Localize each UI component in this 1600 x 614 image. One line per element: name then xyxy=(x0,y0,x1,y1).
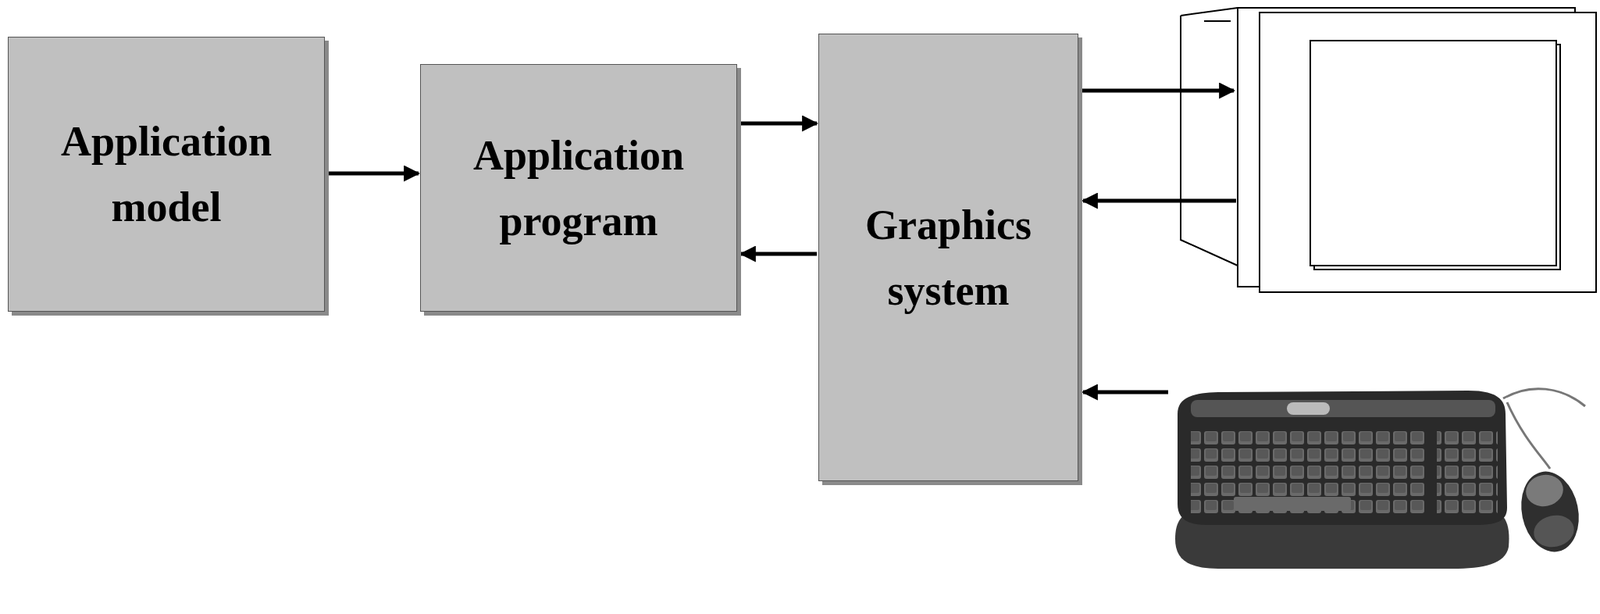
flow-arrow xyxy=(328,171,419,176)
keyboard-illustration xyxy=(1175,388,1586,569)
box-label: Graphics system xyxy=(864,192,1034,324)
flow-arrow xyxy=(741,121,817,126)
monitor-illustration xyxy=(1180,7,1597,293)
process-box: Graphics system xyxy=(818,33,1079,482)
flow-arrow xyxy=(741,252,817,257)
box-text-group: Application model xyxy=(60,108,274,240)
process-box: Application model xyxy=(7,36,325,312)
box-label: Application model xyxy=(60,108,274,240)
box-text-group: Application program xyxy=(472,122,686,254)
process-box: Application program xyxy=(420,64,738,312)
box-text-group: Graphics system xyxy=(864,192,1034,324)
box-label: Application program xyxy=(472,122,686,254)
device-arrows xyxy=(1082,90,1237,392)
